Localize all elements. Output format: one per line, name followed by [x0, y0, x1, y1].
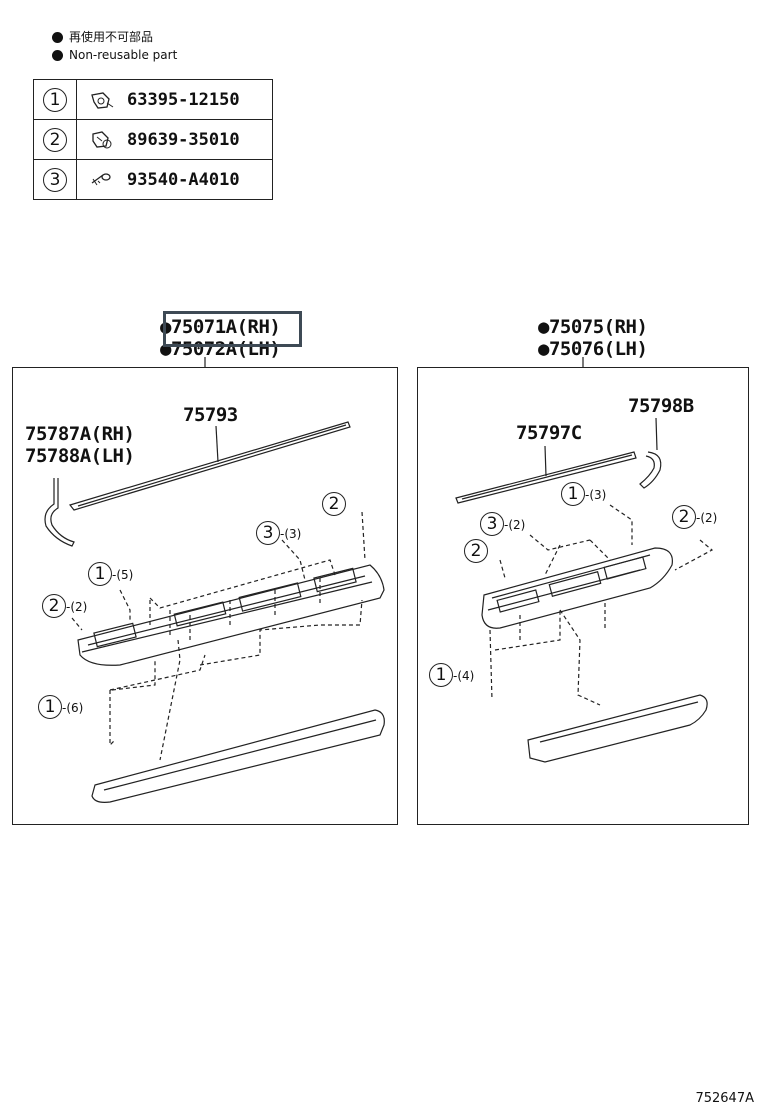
left-assembly-box: [12, 367, 398, 825]
callout-right-3: 2: [464, 539, 488, 563]
callout-number: 1: [43, 87, 67, 112]
callout-right-5: 1-(4): [429, 663, 474, 687]
end-piece: [639, 451, 662, 489]
non-reusable-dot-icon: ●: [160, 338, 171, 360]
non-reusable-dot-icon: [52, 50, 63, 61]
callout-number: 2: [43, 127, 67, 152]
screw-icon: [91, 172, 111, 185]
clip-icon: [92, 130, 112, 148]
callout-left-5: 2: [322, 492, 346, 516]
legend-jp: 再使用不可部品: [52, 28, 153, 45]
non-reusable-dot-icon: ●: [538, 338, 549, 360]
legend-en: Non-reusable part: [52, 48, 177, 62]
callout-left-1: 1-(5): [88, 562, 133, 586]
parts-table: 1 63395-12150 2 89639-35010 3 93540-A401…: [33, 79, 273, 200]
part-number: 89639-35010: [127, 129, 240, 150]
callout-number: 3: [43, 167, 67, 192]
garnish-body: [77, 564, 385, 666]
table-row: 3 93540-A4010: [33, 159, 273, 200]
illustration-code: 752647A: [695, 1091, 754, 1106]
molding-strip-2: [455, 451, 637, 504]
non-reusable-dot-icon: [52, 32, 63, 43]
clip-icon: [91, 91, 114, 109]
callout-right-2: 3-(2): [480, 512, 525, 536]
table-row: 1 63395-12150: [33, 79, 273, 120]
end-cap: [44, 478, 75, 547]
outer-molding: [91, 709, 385, 803]
part-label-molding-top-2[interactable]: 75797C: [516, 422, 582, 444]
part-number: 93540-A4010: [127, 169, 240, 190]
highlight-box: [163, 311, 302, 347]
callout-left-4: 1-(6): [38, 695, 83, 719]
non-reusable-dot-icon: ●: [538, 316, 549, 338]
assembly-label-lh[interactable]: ●75072A(LH): [160, 338, 281, 360]
part-number: 63395-12150: [127, 89, 240, 110]
assembly-label-lh-2[interactable]: ●75076(LH): [538, 338, 648, 360]
callout-left-3: 3-(3): [256, 521, 301, 545]
assembly-label-rh-2[interactable]: ●75075(RH): [538, 316, 648, 338]
part-label-molding-top[interactable]: 75793: [183, 404, 238, 426]
molding-strip: [68, 421, 351, 511]
part-label-end-rh[interactable]: 75787A(RH): [25, 423, 135, 445]
callout-right-4: 2-(2): [672, 505, 717, 529]
right-assembly-box: [417, 367, 749, 825]
callout-right-1: 1-(3): [561, 482, 606, 506]
part-label-end-piece[interactable]: 75798B: [628, 395, 694, 417]
garnish-body-2: [481, 547, 673, 629]
outer-molding-2: [527, 694, 708, 763]
callout-left-2: 2-(2): [42, 594, 87, 618]
part-label-end-lh[interactable]: 75788A(LH): [25, 445, 135, 467]
